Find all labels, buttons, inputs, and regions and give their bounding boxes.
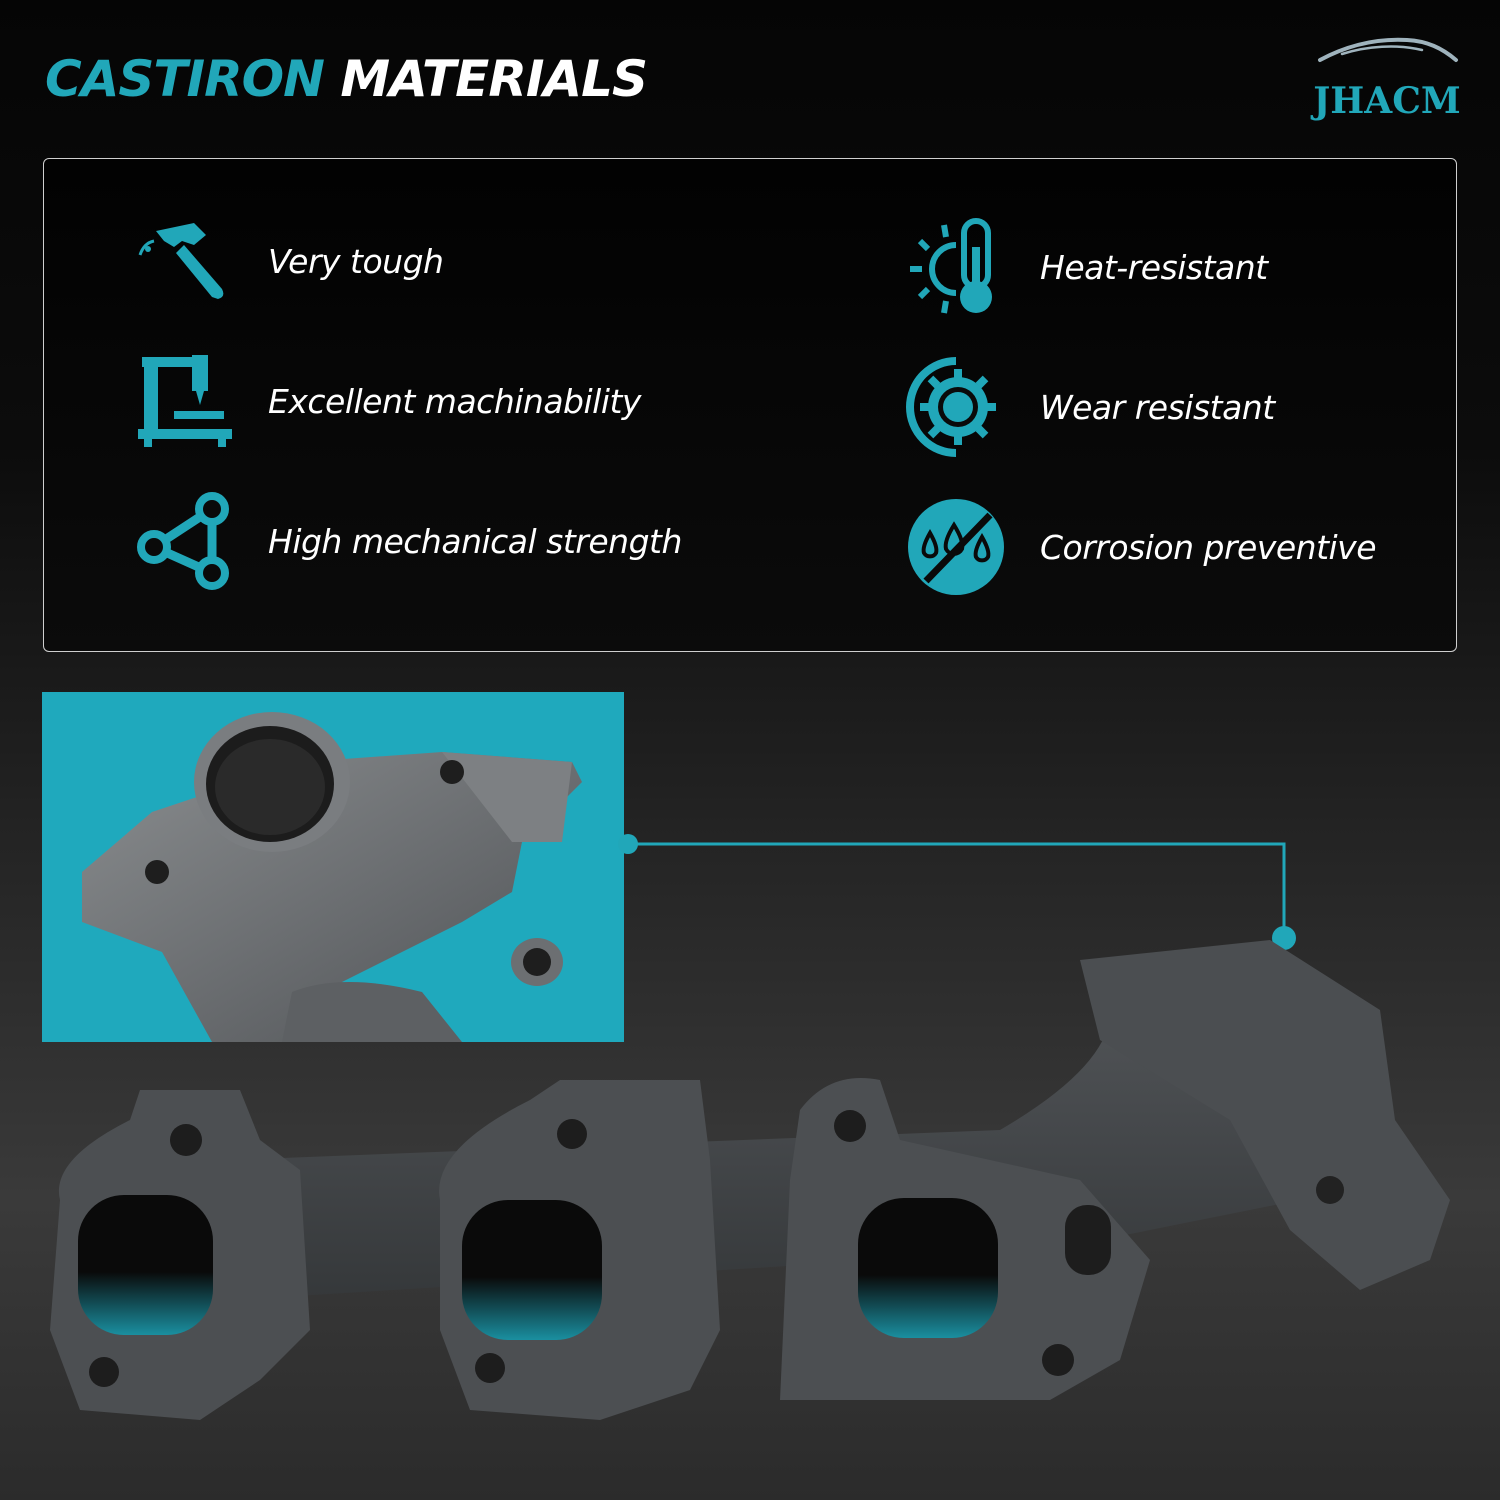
thermometer-sun-icon <box>910 218 992 314</box>
callout-line <box>628 842 1286 938</box>
feature-label: Excellent machinability <box>268 381 641 421</box>
features-panel: Very tough Excellent machinability High … <box>43 158 1457 652</box>
triangle-network-icon <box>137 492 229 590</box>
feature-corrosion-preventive: Corrosion preventive <box>906 497 1377 597</box>
feature-machinability: Excellent machinability <box>134 351 641 451</box>
feature-label: Very tough <box>268 241 444 281</box>
detail-inset <box>42 692 624 1042</box>
car-silhouette-icon <box>1318 37 1458 62</box>
feature-label: Corrosion preventive <box>1040 527 1377 567</box>
feature-label: Wear resistant <box>1040 387 1275 427</box>
machine-tool-icon <box>138 355 232 447</box>
title-accent: CASTIRON <box>45 50 325 108</box>
page-title: CASTIRON MATERIALS <box>45 50 648 108</box>
feature-label: High mechanical strength <box>268 521 682 561</box>
feature-label: Heat-resistant <box>1040 247 1268 287</box>
hammer-icon <box>138 223 224 299</box>
brand-logo: JHACM <box>1312 30 1462 130</box>
callout-dot-end <box>1272 926 1296 950</box>
title-rest: MATERIALS <box>340 50 648 108</box>
feature-mechanical-strength: High mechanical strength <box>134 491 682 591</box>
flange-closeup-image <box>82 712 582 1042</box>
droplets-crossed-icon <box>908 499 1004 595</box>
brand-name: JHACM <box>1313 80 1461 122</box>
feature-very-tough: Very tough <box>134 211 444 311</box>
feature-heat-resistant: Heat-resistant <box>906 217 1268 317</box>
feature-wear-resistant: Wear resistant <box>906 357 1275 457</box>
gear-icon <box>906 357 996 457</box>
